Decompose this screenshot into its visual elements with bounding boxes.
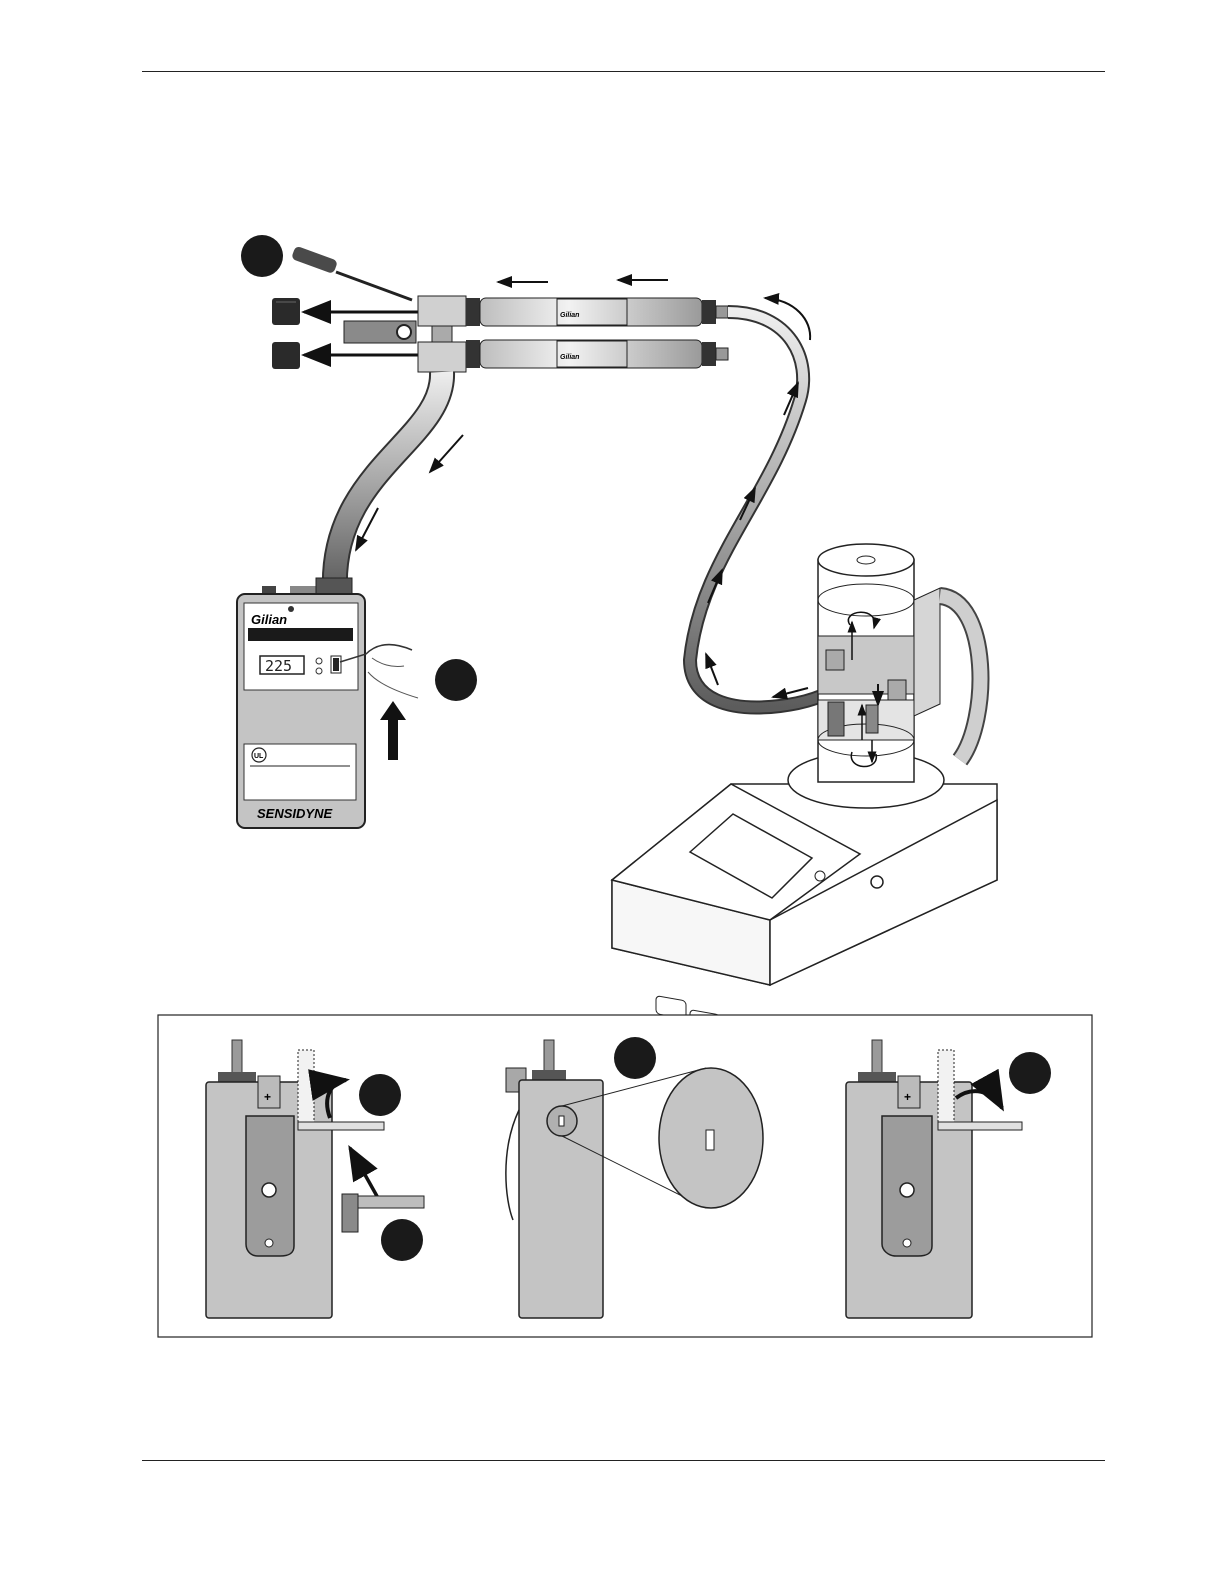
step-marker-icon — [359, 1074, 401, 1116]
end-cap — [272, 298, 300, 325]
holder-clip — [344, 321, 416, 343]
step-marker-icon — [1009, 1052, 1051, 1094]
svg-text:+: + — [904, 1090, 911, 1104]
pump-brand: Gilian — [251, 612, 287, 627]
cartridge-brand: Gilian — [560, 312, 579, 319]
screwdriver-icon — [291, 246, 412, 300]
cartridge-brand: Gilian — [560, 354, 579, 361]
step-marker-icon — [435, 659, 477, 701]
flow-calibrator — [612, 544, 997, 1047]
end-cap — [272, 342, 300, 369]
air-sampling-pump: Gilian 225 UL SENSIDYNE — [237, 578, 365, 828]
flow-arrow-icon — [430, 435, 463, 472]
step-marker-icon — [614, 1037, 656, 1079]
step-marker-icon — [381, 1219, 423, 1261]
step-marker-icon — [241, 235, 283, 277]
svg-text:+: + — [264, 1090, 271, 1104]
pump-tubing — [335, 372, 442, 590]
manifold — [418, 296, 466, 372]
lcd-value: 225 — [265, 657, 292, 675]
sorbent-cartridge-bottom: Gilian — [466, 340, 728, 368]
ul-mark: UL — [254, 753, 264, 760]
manufacturer-logo: SENSIDYNE — [257, 806, 332, 821]
sorbent-cartridge-top: Gilian — [466, 298, 728, 326]
insert-arrow-icon — [380, 701, 406, 760]
flow-arrow-icon — [706, 654, 718, 685]
